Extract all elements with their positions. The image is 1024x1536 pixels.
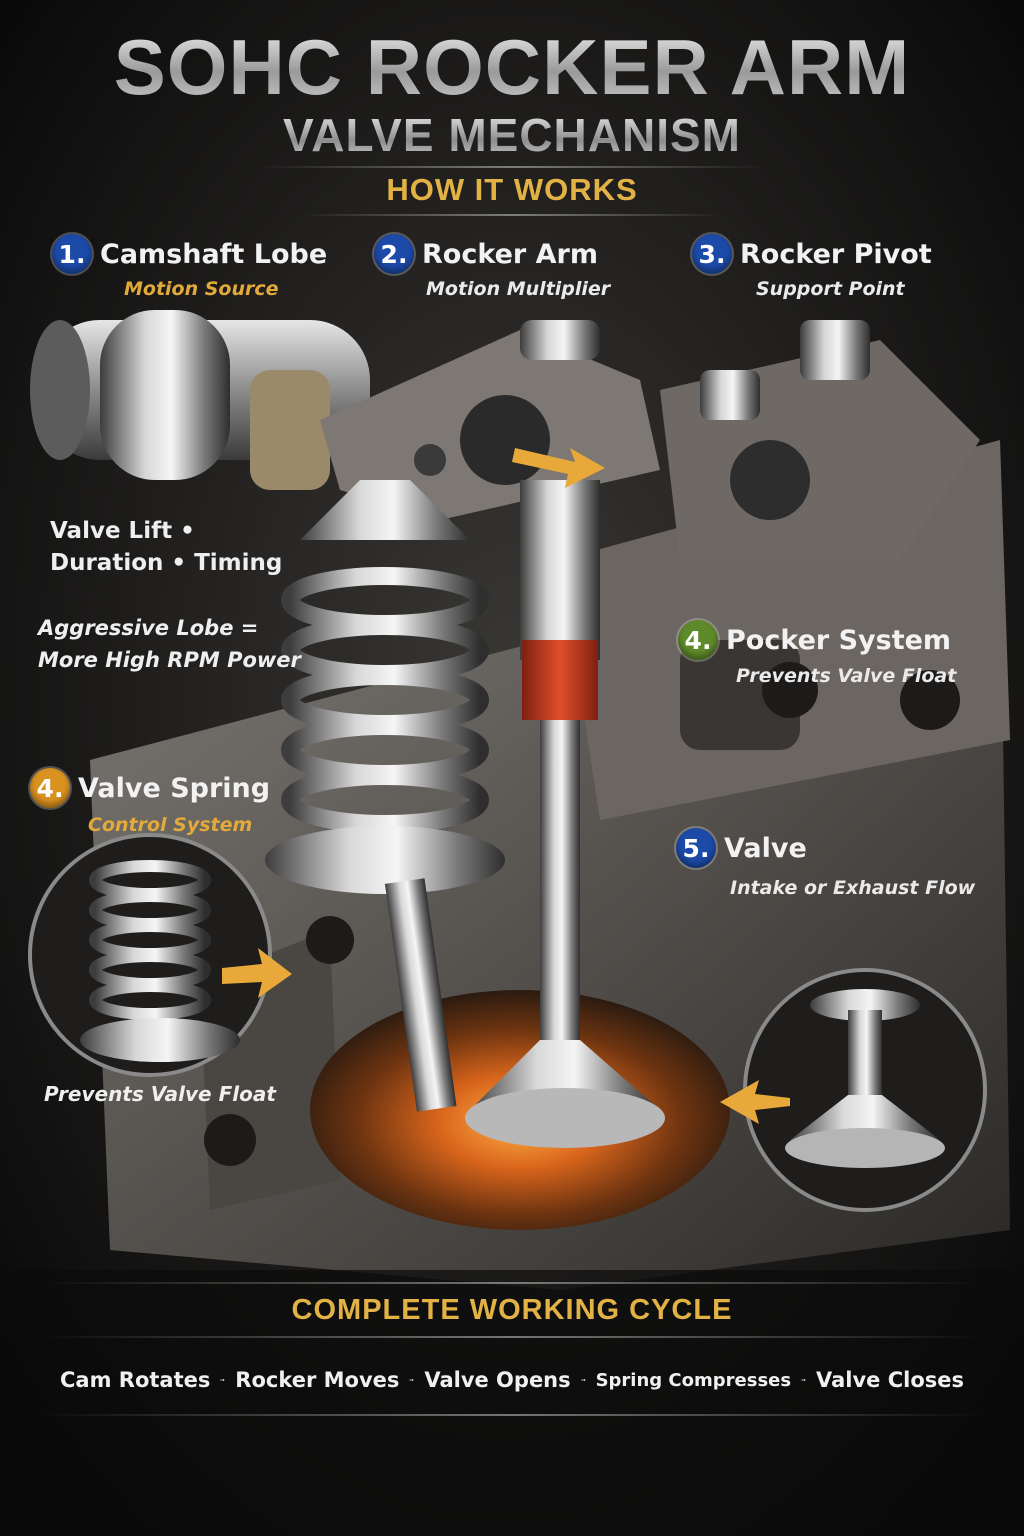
page-subtitle: VALVE MECHANISM (0, 108, 1024, 162)
note-spring-inset: Prevents Valve Float (44, 1082, 276, 1106)
spring-inset (28, 833, 272, 1077)
divider (40, 1282, 984, 1284)
callout-camshaft-lobe: 1. Camshaft Lobe (52, 234, 327, 274)
callout-subtitle: Motion Multiplier (426, 278, 611, 300)
callout-number-badge: 5. (676, 828, 716, 868)
callout-subtitle: Intake or Exhaust Flow (730, 877, 976, 899)
divider (300, 214, 724, 216)
callout-valve: 5. Valve (676, 828, 807, 868)
cycle-step: Spring Compresses (595, 1369, 792, 1391)
callout-title: Pocker System (726, 624, 952, 656)
callout-title: Valve Spring (78, 772, 271, 804)
callout-subtitle: Control System (88, 814, 253, 836)
callout-title: Camshaft Lobe (100, 238, 328, 270)
callout-title: Rocker Arm (422, 238, 598, 270)
callout-rocker-arm: 2. Rocker Arm (374, 234, 598, 274)
inset-arrow-valve (720, 1080, 790, 1124)
callout-subtitle: Motion Source (124, 278, 279, 300)
inset-arrow-spring (222, 948, 292, 998)
footer-band (0, 1270, 1024, 1536)
arrow-right-icon (220, 1378, 226, 1382)
working-cycle: Cam Rotates Rocker Moves Valve Opens Spr… (60, 1356, 964, 1404)
motion-arrow (512, 448, 605, 488)
note-high-rpm: More High RPM Power (38, 648, 301, 672)
cycle-heading: COMPLETE WORKING CYCLE (291, 1294, 733, 1326)
callout-number-badge: 4. (30, 768, 70, 808)
how-it-works-heading: HOW IT WORKS (386, 172, 638, 207)
divider (40, 1414, 984, 1416)
callout-subtitle: Prevents Valve Float (736, 665, 957, 687)
callout-pocker-system: 4. Pocker System (678, 620, 951, 660)
valve (465, 480, 665, 1148)
callout-subtitle: Support Point (756, 278, 905, 300)
callout-number-badge: 2. (374, 234, 414, 274)
valve-seal (522, 640, 598, 720)
note-valve-lift: Valve Lift • (50, 518, 195, 544)
rocker-pivot (660, 320, 980, 560)
cycle-step: Cam Rotates (60, 1368, 211, 1392)
callout-number-badge: 4. (678, 620, 718, 660)
divider (260, 166, 764, 168)
page-title: SOHC ROCKER ARM (0, 22, 1024, 113)
callout-rocker-pivot: 3. Rocker Pivot (692, 234, 932, 274)
note-aggressive-lobe: Aggressive Lobe = (38, 616, 259, 640)
callout-number-badge: 3. (692, 234, 732, 274)
camshaft (30, 310, 370, 490)
cycle-step: Valve Closes (816, 1368, 964, 1392)
arrow-right-icon (409, 1378, 415, 1382)
arrow-right-icon (801, 1378, 806, 1382)
valve-spring-assembly (265, 480, 505, 1112)
callout-number-badge: 1. (52, 234, 92, 274)
arrow-right-icon (580, 1378, 586, 1382)
callout-title: Valve (724, 832, 807, 864)
cycle-step: Rocker Moves (235, 1368, 400, 1392)
callout-title: Rocker Pivot (740, 238, 932, 270)
cycle-step: Valve Opens (424, 1368, 571, 1392)
note-duration-timing: Duration • Timing (50, 550, 283, 576)
valve-inset (743, 968, 987, 1212)
callout-valve-spring: 4. Valve Spring (30, 768, 270, 808)
divider (40, 1336, 984, 1338)
